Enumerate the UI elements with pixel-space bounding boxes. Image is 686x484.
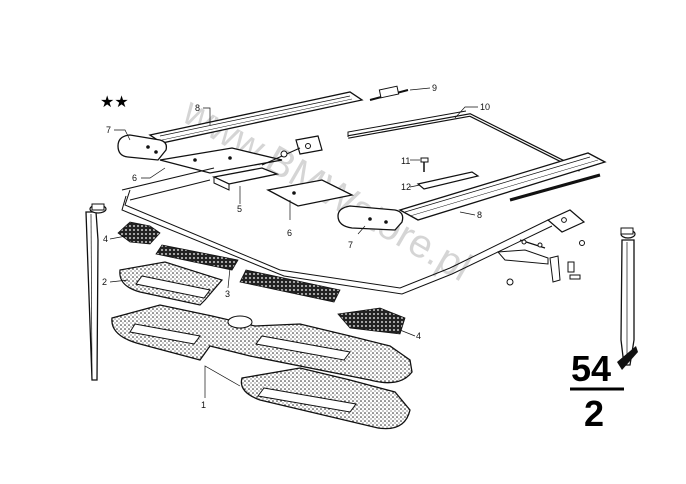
pin-part-9 bbox=[369, 85, 409, 101]
screw-part-11 bbox=[420, 157, 429, 172]
group-number: 54 2 bbox=[570, 348, 624, 434]
callout-1: 1 bbox=[201, 400, 206, 410]
mesh-part-3 bbox=[155, 244, 341, 303]
plate-part-6-upper bbox=[159, 147, 283, 174]
group-main-number: 54 bbox=[571, 348, 611, 389]
callout-numbers: 8 7 6 5 6 7 9 10 11 12 8 4 2 3 4 1 bbox=[102, 83, 490, 410]
frame-part-10 bbox=[347, 110, 601, 202]
plate-part-6-lower bbox=[266, 179, 354, 207]
mechanism-right bbox=[496, 209, 586, 286]
callout-8-top: 8 bbox=[195, 103, 200, 113]
seal-part-4-lower bbox=[337, 307, 406, 335]
cable bbox=[121, 167, 553, 295]
callout-10: 10 bbox=[480, 102, 490, 112]
callout-11: 11 bbox=[401, 156, 410, 166]
callout-4-top: 4 bbox=[103, 234, 108, 244]
callout-4-bottom: 4 bbox=[416, 331, 421, 341]
screw-upper bbox=[280, 150, 288, 158]
rail-right bbox=[398, 152, 607, 221]
callout-6-bottom: 6 bbox=[287, 228, 292, 238]
panel-part-2-upper bbox=[119, 261, 224, 306]
block-part-5 bbox=[211, 167, 280, 191]
callout-9: 9 bbox=[432, 83, 437, 93]
callout-7-bottom: 7 bbox=[348, 240, 353, 250]
plate-part-7-left bbox=[117, 134, 168, 161]
callout-6-top: 6 bbox=[132, 173, 137, 183]
callout-12: 12 bbox=[401, 182, 411, 192]
callout-2: 2 bbox=[102, 277, 107, 287]
callout-7-top: 7 bbox=[106, 125, 111, 135]
hinge-bracket bbox=[261, 135, 323, 166]
right-post bbox=[617, 227, 638, 370]
plate-part-7-right bbox=[337, 205, 404, 231]
callout-8-right: 8 bbox=[477, 210, 482, 220]
bracket-part-12 bbox=[416, 171, 480, 190]
headliner-part-1 bbox=[111, 304, 413, 430]
callout-3: 3 bbox=[225, 289, 230, 299]
group-sub-number: 2 bbox=[584, 393, 604, 434]
seal-part-4-upper bbox=[117, 221, 161, 245]
left-post bbox=[85, 203, 107, 381]
callout-5: 5 bbox=[237, 204, 242, 214]
leader-lines bbox=[109, 87, 478, 398]
star-marks: ★★ bbox=[100, 92, 129, 111]
